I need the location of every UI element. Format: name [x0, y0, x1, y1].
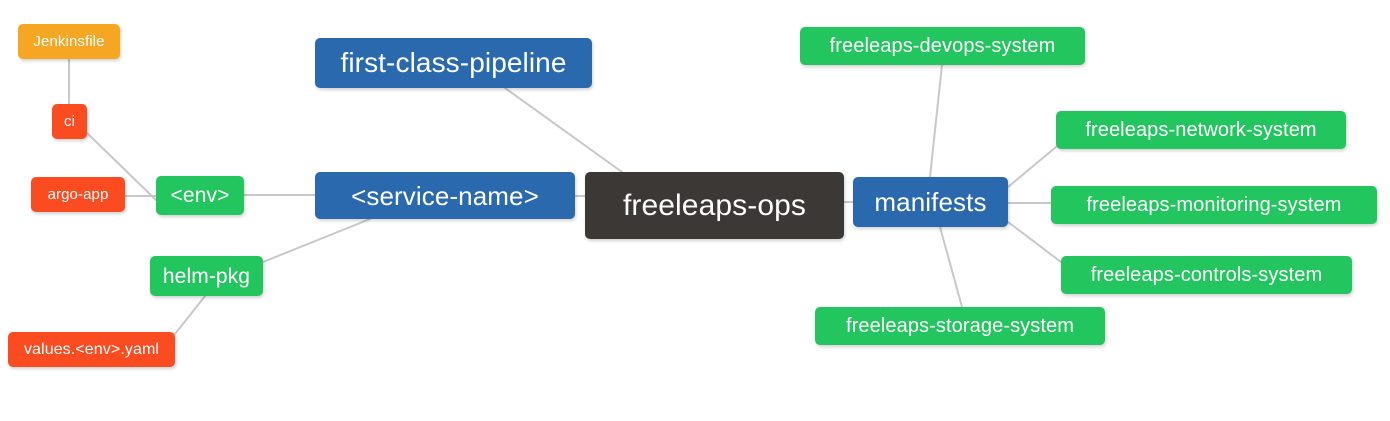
node-label: values.<env>.yaml [23, 340, 160, 358]
edge-manifests-to-network [1007, 146, 1057, 188]
node-values-yaml[interactable]: values.<env>.yaml [8, 332, 175, 367]
node-label: freeleaps-controls-system [1090, 264, 1323, 286]
node-service-name[interactable]: <service-name> [315, 172, 575, 219]
node-label: helm-pkg [162, 264, 251, 288]
edge-manifests-to-devops [929, 64, 943, 178]
node-manifests[interactable]: manifests [853, 177, 1008, 227]
node-freeleaps-devops-system[interactable]: freeleaps-devops-system [800, 27, 1085, 65]
node-freeleaps-ops[interactable]: freeleaps-ops [585, 172, 844, 239]
node-argo-app[interactable]: argo-app [31, 177, 125, 212]
node-label: freeleaps-storage-system [845, 315, 1075, 337]
node-helm-pkg[interactable]: helm-pkg [150, 256, 263, 296]
node-label: <service-name> [351, 180, 539, 211]
node-label: freeleaps-devops-system [829, 35, 1056, 57]
node-first-class-pipeline[interactable]: first-class-pipeline [315, 38, 592, 88]
node-freeleaps-network-system[interactable]: freeleaps-network-system [1056, 111, 1346, 149]
node-env[interactable]: <env> [156, 176, 244, 215]
edge-values-yaml-to-helm-pkg [174, 295, 206, 335]
edge-pipeline-to-ops [504, 87, 623, 173]
node-label: argo-app [47, 186, 109, 203]
node-label: freeleaps-ops [622, 188, 807, 222]
node-jenkinsfile[interactable]: Jenkinsfile [18, 24, 120, 59]
node-freeleaps-storage-system[interactable]: freeleaps-storage-system [815, 307, 1105, 345]
node-label: freeleaps-monitoring-system [1086, 194, 1342, 216]
node-freeleaps-controls-system[interactable]: freeleaps-controls-system [1061, 256, 1352, 294]
node-label: <env> [170, 184, 230, 207]
node-label: freeleaps-network-system [1085, 119, 1317, 141]
node-freeleaps-monitoring-system[interactable]: freeleaps-monitoring-system [1051, 186, 1377, 224]
edge-helm-pkg-to-service [262, 218, 371, 263]
edge-manifests-to-storage [939, 226, 963, 308]
node-label: Jenkinsfile [33, 33, 105, 50]
node-label: ci [63, 113, 76, 130]
node-label: manifests [874, 187, 987, 217]
edge-manifests-to-controls [1007, 221, 1062, 263]
node-ci[interactable]: ci [52, 104, 87, 139]
node-label: first-class-pipeline [340, 47, 567, 78]
